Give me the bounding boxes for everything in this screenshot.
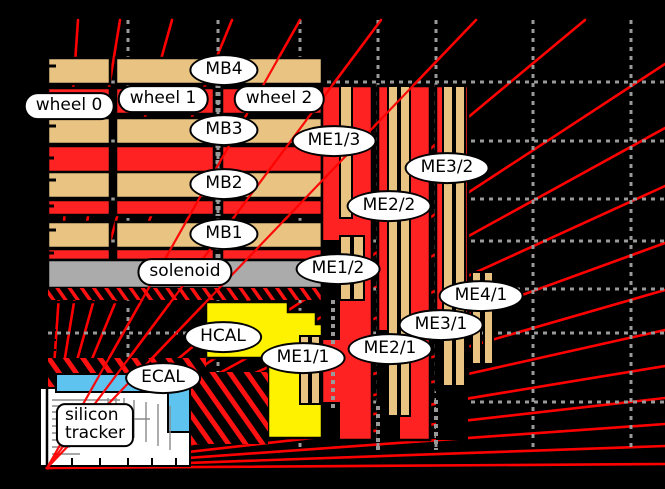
me2-2-chamber-b	[399, 85, 411, 417]
label-wheel-1[interactable]: wheel 1	[117, 85, 209, 113]
label-wheel-2[interactable]: wheel 2	[233, 85, 325, 113]
label-me3-2[interactable]: ME3/2	[404, 152, 490, 184]
mb4-yoke-wheel0	[46, 56, 112, 86]
hcal-left-ticks	[44, 309, 56, 351]
mb2-yoke-wheel0	[46, 170, 112, 200]
label-me1-3[interactable]: ME1/3	[291, 125, 377, 157]
mb1-chamber-wheel0	[46, 247, 112, 262]
label-solenoid[interactable]: solenoid	[137, 258, 233, 286]
me3-2-chamber-b	[454, 85, 466, 387]
mb2-chambers	[46, 198, 324, 217]
mb3-yoke-wheel0	[46, 116, 112, 146]
label-mb2[interactable]: MB2	[189, 168, 259, 200]
me4-1-chamber-b	[483, 271, 494, 365]
label-me2-1[interactable]: ME2/1	[347, 333, 433, 365]
me3-2-chamber-a	[442, 85, 454, 387]
beam-axis-ticks	[71, 458, 177, 466]
label-me4-1[interactable]: ME4/1	[438, 280, 524, 312]
endcap-inner-dotted	[331, 300, 438, 450]
mb2-row	[46, 170, 324, 200]
label-me1-2[interactable]: ME1/2	[295, 253, 381, 285]
label-ecal[interactable]: ECAL	[125, 362, 201, 394]
label-wheel-0[interactable]: wheel 0	[23, 92, 115, 120]
mb2-chamber-wheel1	[114, 198, 216, 217]
me2-2-chamber-a	[387, 85, 399, 417]
mb3-row	[46, 116, 324, 146]
label-mb3[interactable]: MB3	[189, 114, 259, 146]
solenoid-support-hatch	[48, 288, 322, 300]
label-me2-2[interactable]: ME2/2	[346, 190, 432, 222]
mb2-chamber-wheel0	[46, 198, 112, 217]
label-silicon-tracker[interactable]: silicon tracker	[55, 403, 135, 447]
mb4-row	[46, 56, 324, 86]
label-hcal[interactable]: HCAL	[184, 321, 262, 353]
ye1-cutout-bottom	[322, 402, 340, 440]
label-me1-1[interactable]: ME1/1	[260, 342, 346, 374]
mb1-yoke-wheel0	[46, 220, 112, 250]
mb1-row	[46, 220, 324, 250]
label-mb4[interactable]: MB4	[189, 54, 259, 86]
label-mb1[interactable]: MB1	[189, 218, 259, 250]
